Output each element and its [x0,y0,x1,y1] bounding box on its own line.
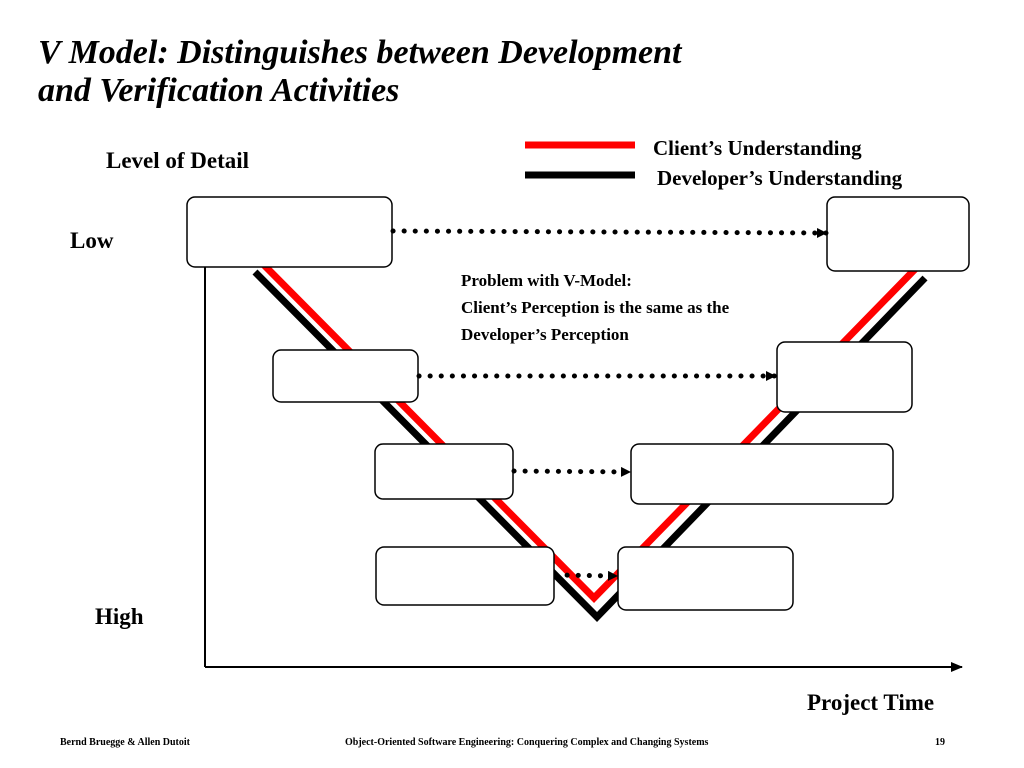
legend-client-label: Client’s Understanding [653,136,862,160]
left-box-1 [186,196,393,268]
slide-title-line-1: V Model: Distinguishes between Developme… [38,34,682,71]
note-line-1: Problem with V-Model: [461,271,632,290]
slide-title: V Model: Distinguishes between Developme… [38,34,938,110]
slide-title-line-2: and Verification Activities [38,72,400,109]
note-line-3: Developer’s Perception [461,325,629,344]
y-axis-label: Level of Detail [106,148,250,173]
verification-arrow-4 [553,570,620,581]
right-box-3 [630,443,894,505]
left-box-3 [374,443,514,500]
right-box-4 [617,546,794,611]
left-box-2 [272,349,419,403]
legend-developer-label: Developer’s Understanding [657,166,903,190]
left-box-4 [375,546,555,606]
y-axis-high-label: High [95,604,144,629]
verification-arrow-1 [390,227,829,238]
footer-book-title: Object-Oriented Software Engineering: Co… [345,737,709,748]
right-box-2 [776,341,913,413]
note-line-2: Client’s Perception is the same as the [461,298,730,317]
v-model-problem-note: Problem with V-Model: Client’s Perceptio… [461,267,729,348]
footer-authors: Bernd Bruegge & Allen Dutoit [60,737,190,748]
right-box-1 [826,196,970,272]
x-axis-label: Project Time [807,690,935,715]
footer-page-number: 19 [935,737,945,748]
y-axis-low-label: Low [70,228,114,253]
verification-arrow-3 [511,466,633,477]
